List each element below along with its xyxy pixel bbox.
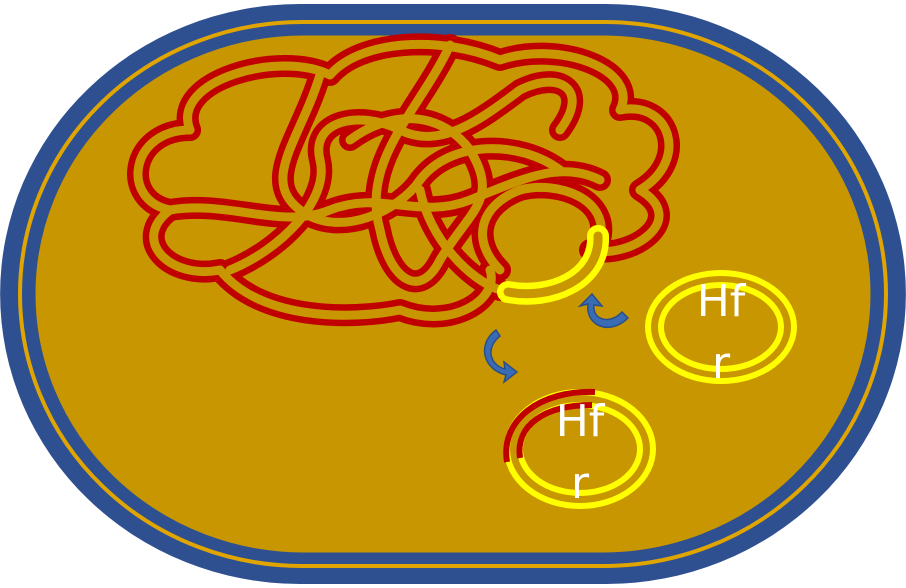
free-plasmid-ring-inner xyxy=(658,282,784,372)
excised-plasmid-label-line2: r xyxy=(571,458,590,509)
excised-plasmid-chromosomal-segment-inner xyxy=(516,402,593,459)
free-plasmid-ring-outer xyxy=(645,270,797,384)
chromosome-inner-strand xyxy=(133,39,674,321)
integrated-f-factor xyxy=(497,225,609,305)
outer-membrane-line xyxy=(18,20,888,568)
excised-plasmid-label-line1: Hf xyxy=(556,396,606,447)
free-plasmid: Hf r xyxy=(645,270,797,389)
free-plasmid-label-line2: r xyxy=(712,338,731,389)
chromosome xyxy=(127,33,680,328)
integration-arrow-icon xyxy=(577,292,630,329)
excision-arrow-icon xyxy=(483,328,519,384)
curved-arrow-icon xyxy=(483,292,630,384)
excised-plasmid-chromosomal-segment xyxy=(503,388,596,463)
excised-plasmid: Hf r xyxy=(503,388,656,509)
cell-envelope xyxy=(0,4,906,584)
free-plasmid-label-line1: Hf xyxy=(697,276,747,327)
cytoplasm xyxy=(32,32,874,556)
